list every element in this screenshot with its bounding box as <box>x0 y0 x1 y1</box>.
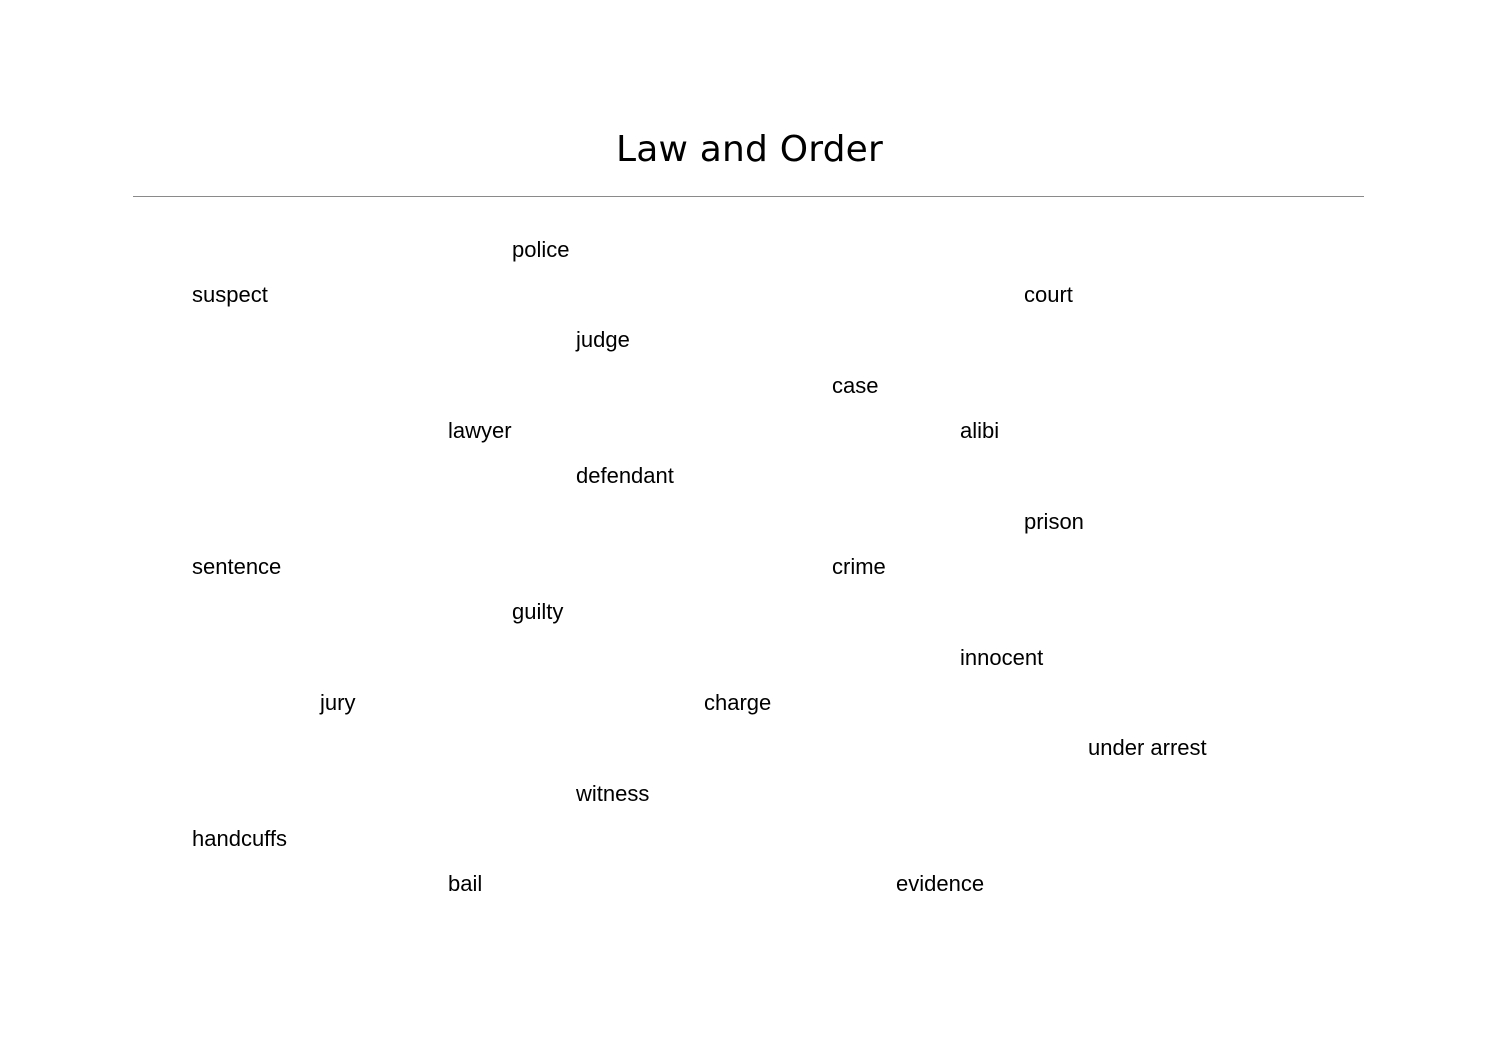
word-under-arrest: under arrest <box>1088 735 1207 760</box>
word-police: police <box>512 237 570 262</box>
word-witness: witness <box>576 781 650 806</box>
word-crime: crime <box>832 554 886 579</box>
page-title: Law and Order <box>615 129 884 170</box>
word-judge: judge <box>576 327 630 352</box>
word-case: case <box>832 373 879 398</box>
word-innocent: innocent <box>960 645 1044 670</box>
word-lawyer: lawyer <box>448 418 512 443</box>
title-divider <box>133 196 1364 197</box>
word-prison: prison <box>1024 509 1084 534</box>
word-bail: bail <box>448 871 483 896</box>
word-evidence: evidence <box>896 871 985 896</box>
word-guilty: guilty <box>512 599 564 624</box>
word-charge: charge <box>704 690 772 715</box>
word-defendant: defendant <box>576 463 674 488</box>
word-jury: jury <box>320 690 356 715</box>
word-suspect: suspect <box>192 282 268 307</box>
word-handcuffs: handcuffs <box>192 826 288 851</box>
word-alibi: alibi <box>960 418 1000 443</box>
word-sentence: sentence <box>192 554 282 579</box>
word-court: court <box>1024 282 1073 307</box>
